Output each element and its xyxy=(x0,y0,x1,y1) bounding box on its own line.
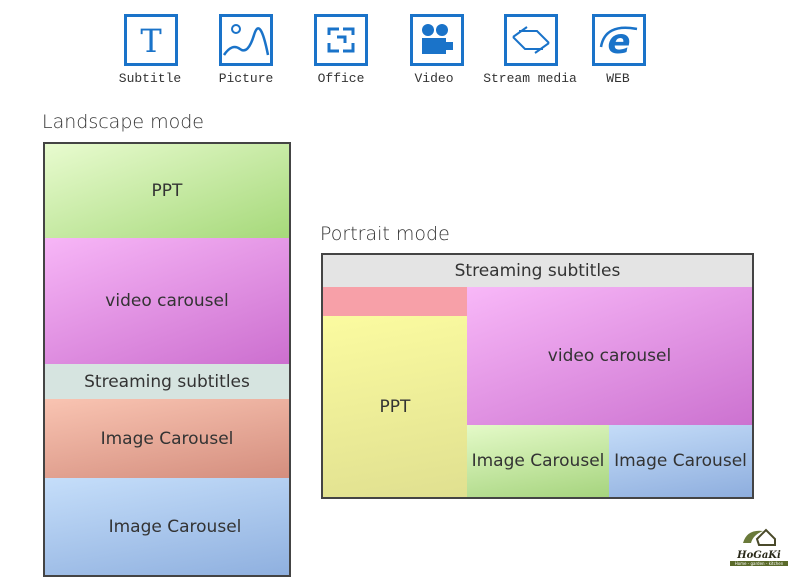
portrait-frame: Streaming subtitles PPT video carousel I… xyxy=(321,253,754,499)
portrait-image-carousel-2: Image Carousel xyxy=(609,425,752,497)
office-label: Office xyxy=(317,71,365,86)
landscape-video-carousel: video carousel xyxy=(45,238,289,364)
landscape-ppt: PPT xyxy=(45,144,289,238)
video-icon xyxy=(410,14,464,66)
subtitle-label: Subtitle xyxy=(118,71,182,86)
picture-icon xyxy=(219,14,273,66)
svg-text:e: e xyxy=(607,22,630,62)
stream-media-label: Stream media xyxy=(483,71,577,86)
portrait-streaming-subtitles: Streaming subtitles xyxy=(323,255,752,287)
landscape-streaming-subtitles: Streaming subtitles xyxy=(45,364,289,399)
hogaki-logo: HoGaKi Home - garden - kitchen xyxy=(730,525,788,569)
portrait-ppt: PPT xyxy=(323,316,467,497)
portrait-title: Portrait mode xyxy=(320,223,450,245)
landscape-title: Landscape mode xyxy=(42,111,204,133)
office-icon xyxy=(314,14,368,66)
subtitle-icon: T xyxy=(124,14,178,66)
video-label: Video xyxy=(414,71,454,86)
landscape-image-carousel-1: Image Carousel xyxy=(45,399,289,478)
portrait-video-carousel: video carousel xyxy=(467,287,752,425)
picture-label: Picture xyxy=(218,71,274,86)
landscape-image-carousel-2: Image Carousel xyxy=(45,478,289,575)
landscape-frame: PPT video carousel Streaming subtitles I… xyxy=(43,142,291,577)
portrait-image-carousel-1: Image Carousel xyxy=(467,425,609,497)
portrait-pink-block xyxy=(323,287,467,316)
web-icon: e xyxy=(592,14,646,66)
svg-text:T: T xyxy=(140,22,162,60)
stream-media-icon xyxy=(504,14,558,66)
web-label: WEB xyxy=(606,71,630,86)
